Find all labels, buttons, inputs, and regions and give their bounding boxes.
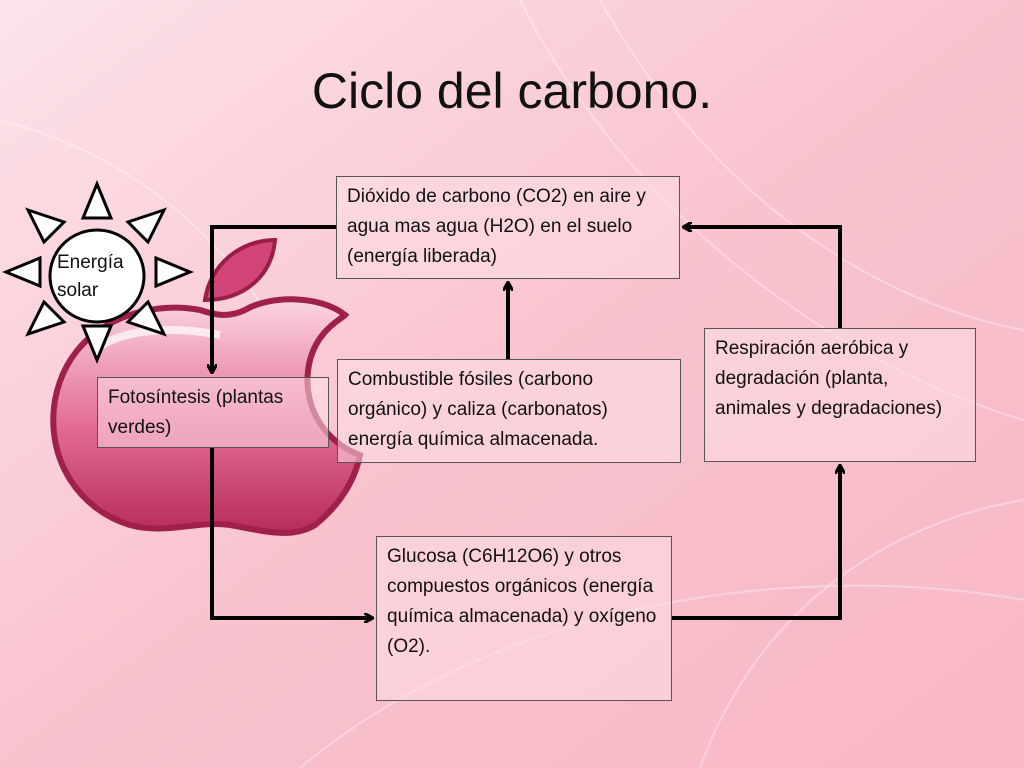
arrow-glucosa-to-respiracion: [672, 466, 840, 620]
arrow-fotosintesis-to-glucosa: [210, 448, 372, 618]
box-dioxido-carbono: Dióxido de carbono (CO2) en aire y agua …: [336, 176, 680, 279]
sun-icon: [2, 180, 194, 364]
sun-label-line2: solar: [57, 280, 99, 301]
sun-label: Energía solar: [57, 249, 124, 305]
box-fotosintesis: Fotosíntesis (plantas verdes): [97, 377, 329, 448]
arrow-respiracion-to-co2: [684, 227, 842, 328]
arrow-co2-to-fotosintesis: [212, 225, 336, 372]
slide-title: Ciclo del carbono.: [311, 63, 713, 119]
box-respiracion: Respiración aeróbica y degradación (plan…: [704, 328, 976, 462]
sun-label-line1: Energía: [57, 252, 124, 273]
box-glucosa: Glucosa (C6H12O6) y otros compuestos org…: [376, 536, 672, 701]
box-combustibles-fosiles: Combustible fósiles (carbono orgánico) y…: [337, 359, 681, 463]
